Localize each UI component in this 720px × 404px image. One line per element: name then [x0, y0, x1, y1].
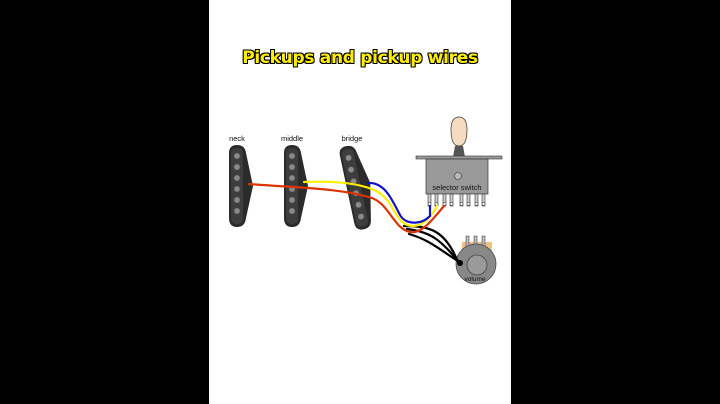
pickup-label-neck: neck [229, 134, 245, 143]
selector-switch: selector switch [415, 116, 503, 207]
pickup-label-middle: middle [281, 134, 303, 143]
bridge-pickup-icon [339, 145, 371, 230]
neck-pickup-icon [229, 145, 253, 227]
diagram-title: Pickups and pickup wires [242, 48, 478, 68]
ground-wire-3 [407, 232, 463, 265]
volume-pot: volume [455, 235, 497, 285]
pickup-label-bridge: bridge [342, 134, 363, 143]
ground-wire-2 [405, 227, 462, 265]
pot-shaft-icon [466, 254, 488, 276]
selector-switch-label: selector switch [432, 183, 481, 192]
volume-label: volume [465, 276, 486, 283]
neck-hot-wire [247, 182, 446, 234]
switch-tip-icon [450, 116, 468, 147]
ground-solder-point [457, 260, 463, 266]
bridge-hot-wire [366, 181, 432, 224]
wires [247, 180, 463, 266]
